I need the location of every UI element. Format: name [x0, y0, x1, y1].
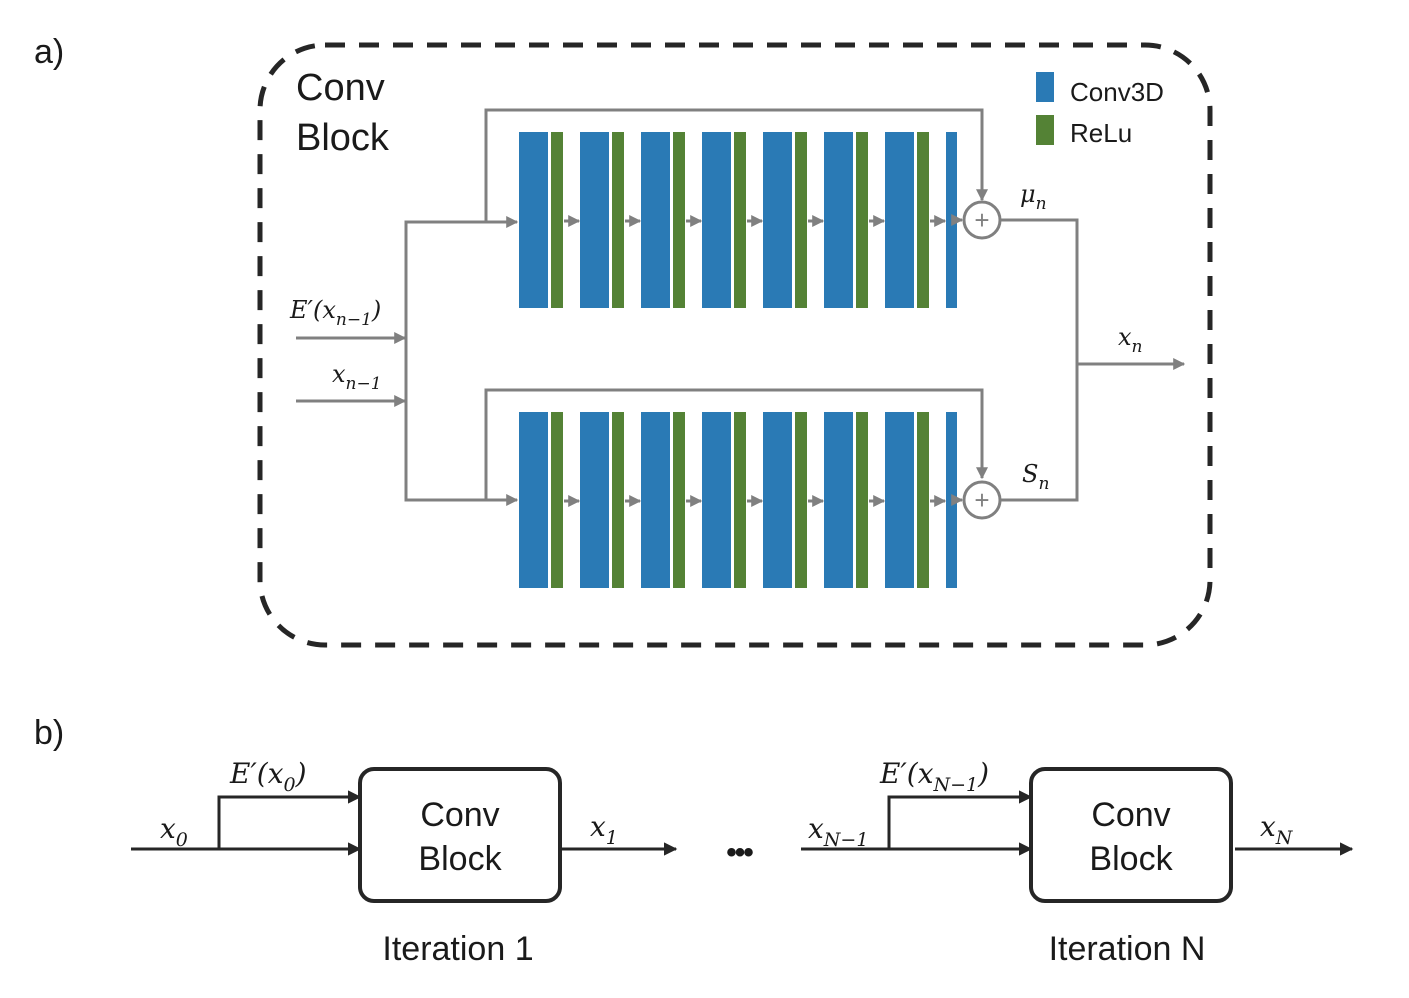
iteration-1: x0 E′(x0) Conv Block x1 Iteration 1	[131, 757, 678, 968]
iteration-n-gradient-label: E′(xN−1)	[879, 757, 989, 796]
plus-icon: +	[974, 485, 989, 515]
layer-stack-s	[519, 412, 964, 588]
iteration-1-caption: Iteration 1	[382, 930, 533, 968]
iteration-1-gradient-label: E′(x0)	[229, 757, 307, 796]
output-merge-line	[1000, 218, 1079, 502]
relu-layer-mu-9	[795, 132, 807, 308]
conv3d-layer-mu-4	[641, 132, 670, 308]
conv3d-layer-mu-8	[763, 132, 792, 308]
layer-stack-mu	[519, 132, 964, 308]
conv3d-layer-s-8	[763, 412, 792, 588]
relu-layer-s-7	[734, 412, 746, 588]
iteration-1-input-label: x0	[160, 812, 188, 851]
iteration-n: xN−1 E′(xN−1) Conv Block xN Iteration N	[801, 757, 1354, 968]
legend-swatch-relu	[1036, 115, 1054, 145]
conv3d-layer-s-0	[519, 412, 548, 588]
iteration-n-block-line1: Conv	[1091, 796, 1170, 834]
relu-layer-mu-13	[917, 132, 929, 308]
input-previous-label: xn−1	[332, 360, 382, 394]
conv3d-layer-s-6	[702, 412, 731, 588]
relu-layer-s-3	[612, 412, 624, 588]
conv3d-layer-s-14	[946, 412, 957, 588]
branch-splitter-line	[404, 220, 516, 502]
conv-block-border	[257, 42, 1213, 648]
input-gradient-label: E′(xn−1)	[289, 296, 381, 330]
iteration-n-input-label: xN−1	[808, 812, 868, 851]
conv3d-layer-mu-10	[824, 132, 853, 308]
output-mu-label: μn	[1020, 180, 1047, 214]
iteration-1-block-line2: Block	[418, 840, 502, 878]
sum-node-mu: +	[962, 200, 1002, 240]
conv3d-layer-s-12	[885, 412, 914, 588]
relu-layer-s-9	[795, 412, 807, 588]
panel-b: b) x0 E′(x0) Conv Block x1 Iteration 1 •…	[34, 714, 1354, 968]
conv3d-layer-s-10	[824, 412, 853, 588]
conv3d-layer-mu-14	[946, 132, 957, 308]
relu-layer-s-11	[856, 412, 868, 588]
relu-layer-mu-11	[856, 132, 868, 308]
panel-a: a) Conv Block Conv3D ReLu E′(xn−1) xn−1 …	[34, 33, 1213, 648]
legend-swatch-conv3d	[1036, 72, 1054, 102]
iteration-1-conv-block	[358, 767, 562, 903]
ellipsis: •••	[726, 836, 753, 869]
conv3d-layer-mu-0	[519, 132, 548, 308]
relu-layer-mu-5	[673, 132, 685, 308]
panel-b-label: b)	[34, 714, 64, 752]
conv3d-layer-s-4	[641, 412, 670, 588]
plus-icon: +	[974, 205, 989, 235]
skip-connection-mu	[484, 108, 988, 222]
conv-block-title-line1: Conv	[296, 67, 385, 109]
relu-layer-s-13	[917, 412, 929, 588]
relu-layer-mu-1	[551, 132, 563, 308]
iteration-n-block-line2: Block	[1089, 840, 1173, 878]
iteration-n-gradient-arrow	[887, 790, 1033, 849]
relu-layer-s-1	[551, 412, 563, 588]
output-x-label: xn	[1118, 323, 1143, 357]
conv3d-layer-mu-12	[885, 132, 914, 308]
relu-layer-mu-7	[734, 132, 746, 308]
relu-layer-mu-3	[612, 132, 624, 308]
panel-a-label: a)	[34, 33, 64, 71]
conv3d-layer-s-2	[580, 412, 609, 588]
conv3d-layer-mu-6	[702, 132, 731, 308]
sum-node-s: +	[962, 480, 1002, 520]
legend-label-conv3d: Conv3D	[1070, 77, 1164, 107]
iteration-1-output-label: x1	[590, 810, 618, 849]
conv-block-title-line2: Block	[296, 117, 390, 159]
skip-connection-s	[484, 388, 988, 500]
conv3d-layer-mu-2	[580, 132, 609, 308]
relu-layer-s-5	[673, 412, 685, 588]
legend-label-relu: ReLu	[1070, 118, 1132, 148]
iteration-1-gradient-arrow	[217, 790, 362, 849]
iteration-n-output-label: xN	[1260, 810, 1294, 849]
output-s-label: Sn	[1022, 460, 1049, 494]
iteration-n-caption: Iteration N	[1049, 930, 1206, 968]
iteration-n-conv-block	[1029, 767, 1233, 903]
iteration-1-block-line1: Conv	[420, 796, 499, 834]
legend: Conv3D ReLu	[1036, 72, 1164, 148]
